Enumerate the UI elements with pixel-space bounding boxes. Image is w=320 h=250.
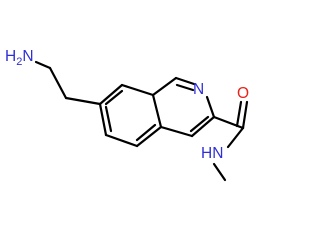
amine-subscript: 2 [16,56,22,68]
bond-carbonyl-o-double [235,100,243,128]
bond-c8a-c1 [151,76,178,97]
bond-c5-c6 [104,133,139,148]
atom-labels: H2N N O HN [5,48,249,162]
bond-c3-c4 [190,115,216,138]
bond-c6-c7 [98,102,108,137]
molecule-structure: H2N N O HN [5,48,249,182]
bond-c1-n2 [174,76,196,86]
amide-h: H [201,145,212,162]
bonds [34,60,249,182]
bond-ch2-ring [64,96,102,106]
bond-amine-n-ch2 [34,60,52,70]
bond-c4a-c5 [135,125,163,148]
bond-c3-carbonyl [212,115,245,130]
ring-nitrogen-label: N [193,81,204,98]
carbonyl-oxygen-label: O [237,85,249,102]
bond-c1-n2-inner [175,83,195,92]
bond-c8a-c4a [151,93,163,129]
bond-c7-c8-inner [104,89,124,106]
bond-c7-c8 [98,83,124,106]
structure-canvas: H2N N O HN [5,48,249,182]
amide-n: N [212,145,223,162]
amine-n: N [22,48,33,65]
amine-label: H2N [5,48,34,68]
bond-ch2-ch2 [48,66,68,100]
bond-n2-c3 [205,95,216,119]
bond-c6-c7-inner [104,105,113,133]
bond-c4-c4a [159,125,194,138]
bond-n-methyl [212,162,227,182]
amide-label: HN [201,145,223,162]
bond-c3-c4-inner [189,115,210,133]
bond-carbonyl-o [241,100,249,130]
bond-c8-c8a [120,83,155,97]
bond-c4a-c5-inner [135,123,157,142]
amine-h: H [5,48,16,65]
bond-carbonyl-n [226,126,245,149]
